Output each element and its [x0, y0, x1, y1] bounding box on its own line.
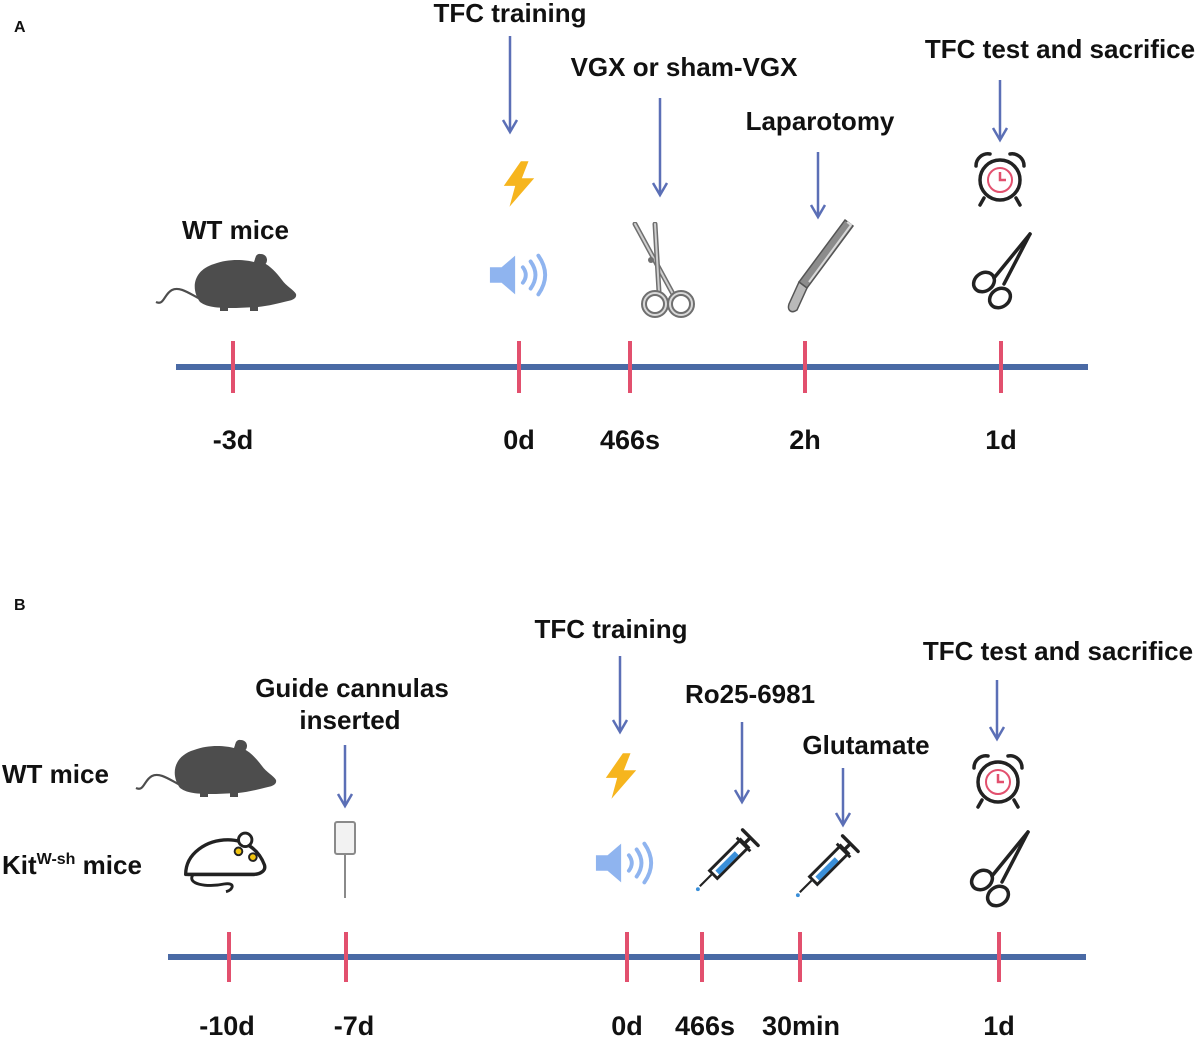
- panel-b-event-ro: Ro25-6981: [685, 679, 815, 709]
- arrow-down-icon: [991, 80, 1009, 143]
- arrow-down-icon: [651, 98, 669, 198]
- panel-a-group-label: WT mice: [182, 215, 289, 245]
- panel-b-group-kit: KitW-sh mice: [2, 850, 142, 880]
- panel-b-letter: B: [14, 597, 26, 614]
- tick-label: -10d: [199, 1011, 255, 1038]
- panel-b-group-wt: WT mice: [2, 759, 109, 789]
- arrow-down-icon: [501, 36, 519, 135]
- arrow-down-icon: [988, 680, 1006, 742]
- arrow-down-icon: [834, 768, 852, 828]
- mouse-icon: [134, 738, 278, 799]
- kit-superscript: W-sh: [37, 851, 76, 868]
- arrow-down-icon: [336, 745, 354, 809]
- tick-label: 1d: [985, 425, 1017, 455]
- panel-a-event-laparotomy: Laparotomy: [746, 106, 895, 136]
- cannula-icon: [334, 821, 356, 899]
- tick-label: 2h: [789, 425, 821, 455]
- scalpel-icon: [787, 218, 855, 313]
- alarm-clock-icon: [972, 754, 1024, 809]
- panel-a-event-test: TFC test and sacrifice: [925, 34, 1195, 64]
- panel-b: B WT mice KitW-sh mice Guide cannulas in…: [2, 597, 1193, 1038]
- scissors-icon: [968, 232, 1032, 312]
- arrow-down-icon: [809, 152, 827, 220]
- alarm-clock-icon: [974, 152, 1026, 207]
- lightning-icon: [605, 753, 637, 799]
- panel-b-event-test: TFC test and sacrifice: [923, 636, 1193, 666]
- lightning-icon: [503, 161, 535, 207]
- panel-a-event-vgx: VGX or sham-VGX: [571, 52, 798, 82]
- arrow-down-icon: [611, 656, 629, 735]
- mouse-icon: [154, 252, 298, 313]
- tick-label: 466s: [675, 1011, 735, 1038]
- tick-label: 0d: [611, 1011, 643, 1038]
- syringe-icon: [794, 834, 860, 899]
- syringe-icon: [694, 828, 760, 893]
- panel-a-event-training: TFC training: [433, 0, 586, 28]
- panel-b-event-cannula-line2: inserted: [299, 705, 400, 735]
- kit-base: Kit: [2, 850, 37, 880]
- surgical-scissors-icon: [635, 224, 692, 315]
- speaker-icon: [596, 844, 651, 883]
- tick-label: -7d: [334, 1011, 375, 1038]
- panel-a-letter: A: [14, 19, 26, 36]
- panel-b-event-glutamate: Glutamate: [802, 730, 929, 760]
- tick-label: 0d: [503, 425, 535, 455]
- arrow-down-icon: [733, 722, 751, 805]
- panel-a: A WT mice TFC training VGX or sham-VGX L…: [14, 0, 1195, 455]
- panel-b-event-training: TFC training: [534, 614, 687, 644]
- kit-suffix: mice: [75, 850, 142, 880]
- speaker-icon: [490, 256, 545, 295]
- tick-label: 1d: [983, 1011, 1015, 1038]
- scissors-icon: [966, 830, 1030, 910]
- mouse-outline-icon: [183, 831, 267, 894]
- tick-label: 466s: [600, 425, 660, 455]
- tick-label: 30min: [762, 1011, 840, 1038]
- tick-label: -3d: [213, 425, 254, 455]
- panel-b-event-cannula-line1: Guide cannulas: [255, 673, 449, 703]
